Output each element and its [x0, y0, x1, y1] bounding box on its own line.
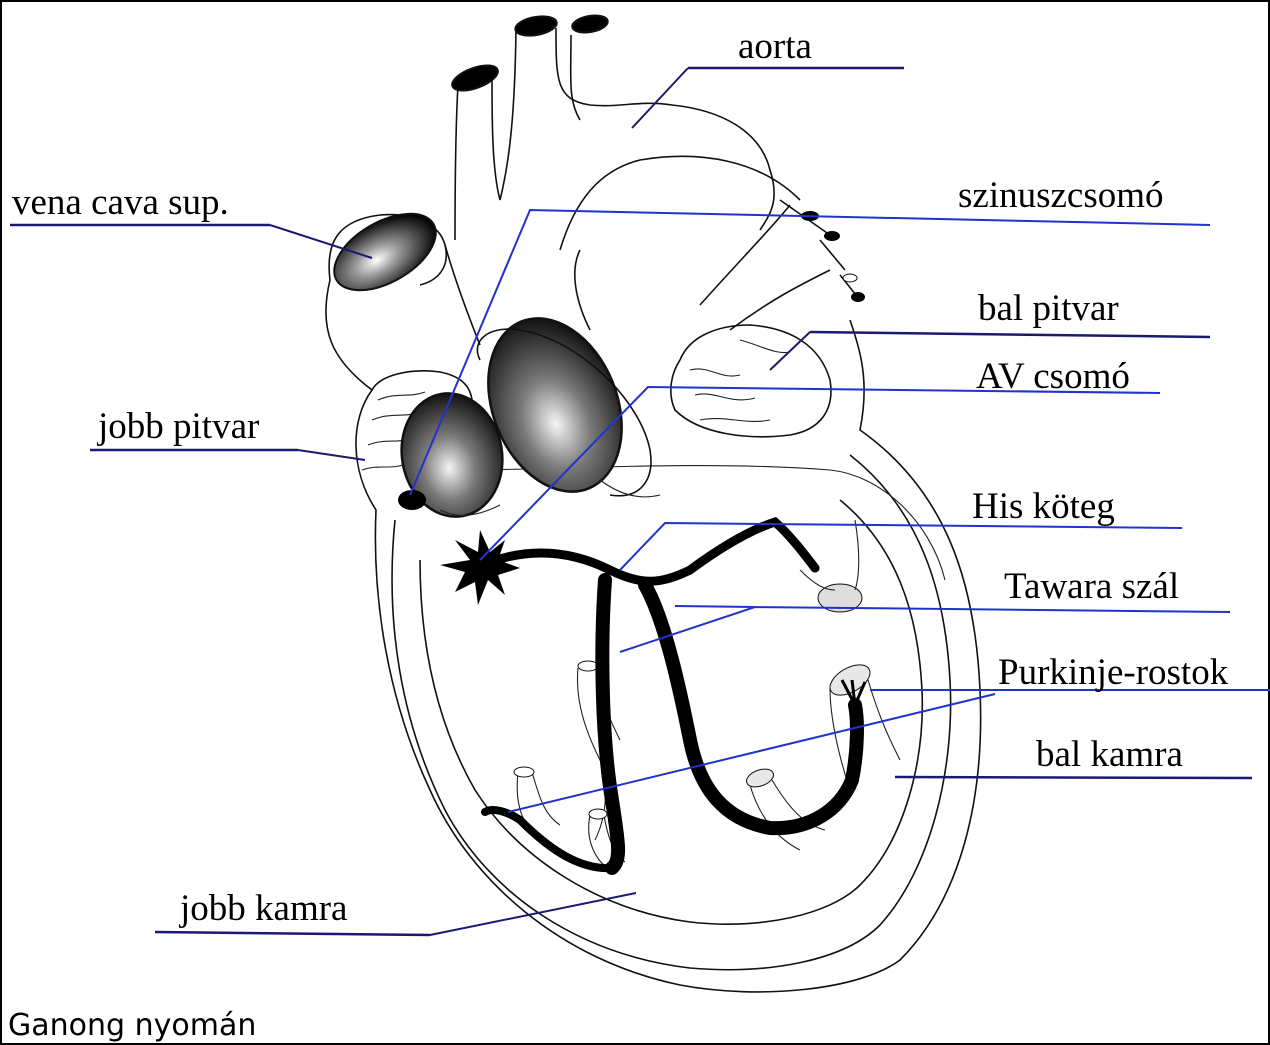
bal-pitvar-leader: [770, 332, 810, 370]
bal-pitvar-underline: [810, 332, 1210, 337]
pulm-vein-3: [843, 274, 857, 282]
credit-text: Ganong nyomán: [8, 1008, 256, 1043]
aorta-leader: [632, 68, 688, 128]
left-bundle-branch: [645, 585, 857, 828]
label-bal-pitvar: bal pitvar: [978, 288, 1119, 329]
label-purkinje-rostok: Purkinje-rostok: [998, 652, 1229, 693]
jobb-pitvar-leader: [298, 450, 365, 460]
papillary-2: [514, 767, 534, 777]
labels: aorta vena cava sup. szinuszcsomó bal pi…: [8, 26, 1229, 1043]
jobb-kamra-leader: [430, 893, 636, 935]
label-bal-kamra: bal kamra: [1036, 734, 1183, 775]
label-szinuszcsomo: szinuszcsomó: [958, 175, 1164, 216]
label-tawara-szal: Tawara szál: [1004, 566, 1179, 607]
label-aorta: aorta: [738, 26, 812, 67]
right-bundle-branch: [602, 580, 618, 868]
jobb-kamra-underline: [155, 932, 430, 935]
papillary-3: [589, 809, 607, 819]
bal-kamra-underline: [895, 777, 1252, 778]
pulm-vein-4: [851, 292, 865, 302]
his-bundle: [490, 522, 815, 581]
label-his-koteg: His köteg: [972, 486, 1115, 527]
label-jobb-pitvar: jobb pitvar: [96, 406, 259, 447]
pulm-vein-2: [824, 231, 840, 241]
tawara-szal-leader: [620, 606, 1230, 652]
sa-node: [398, 490, 426, 510]
label-jobb-kamra: jobb kamra: [178, 888, 347, 929]
papillary-1: [578, 661, 598, 671]
papillary-5: [744, 766, 776, 791]
av-node: [440, 530, 520, 605]
purkinje-right: [485, 810, 612, 868]
vessel-opening-2: [514, 13, 558, 38]
vessel-opening-3: [571, 13, 609, 35]
vessel-opening-1: [449, 60, 501, 95]
label-vena-cava-sup: vena cava sup.: [12, 182, 229, 223]
label-av-csomo: AV csomó: [976, 356, 1130, 397]
